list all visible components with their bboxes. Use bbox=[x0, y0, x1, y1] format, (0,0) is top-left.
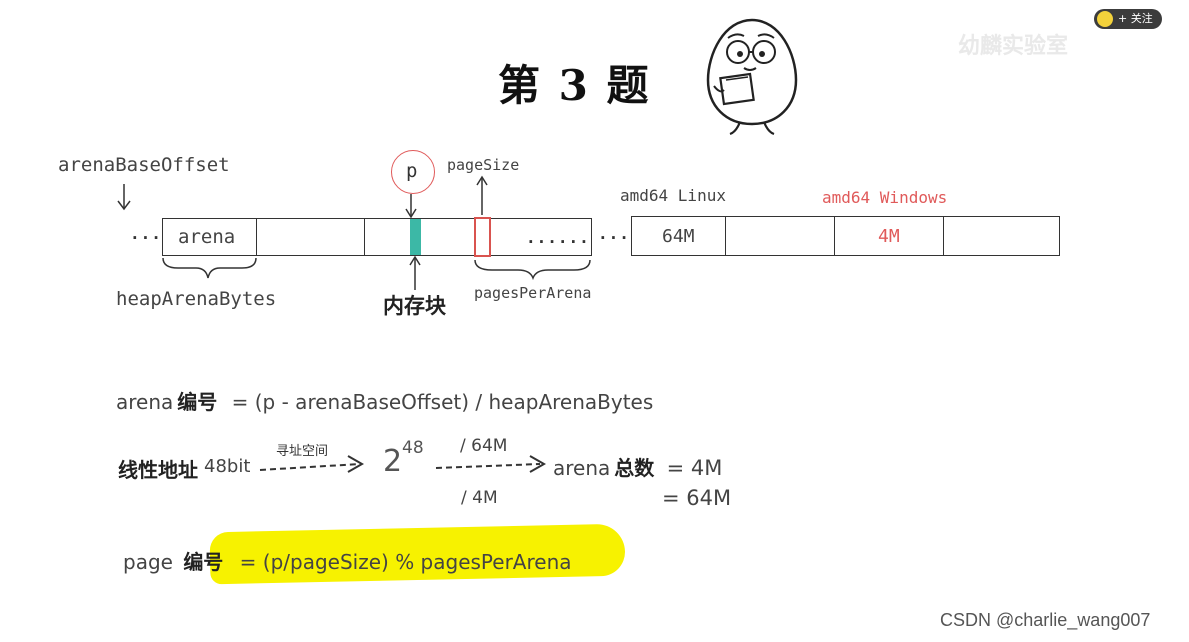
divide-4m: / 4M bbox=[461, 488, 498, 508]
mid-ellipsis: ...... bbox=[526, 228, 590, 247]
avatar-face-icon bbox=[1097, 11, 1113, 27]
windows-value: 4M bbox=[878, 226, 900, 247]
platform-table bbox=[631, 216, 1060, 256]
up-arrow-icon bbox=[476, 175, 488, 215]
table-cell bbox=[632, 217, 726, 255]
total-windows: = 64M bbox=[662, 486, 732, 510]
linear-address-cjk: 线性地址 bbox=[118, 458, 198, 482]
linear-bits: 48bit bbox=[204, 456, 251, 477]
brace-icon bbox=[162, 257, 257, 279]
windows-label: amd64 Windows bbox=[822, 188, 948, 207]
up-arrow-icon bbox=[409, 255, 421, 290]
arena-number-cjk: 编号 bbox=[177, 390, 218, 414]
arena-memory-strip bbox=[162, 218, 592, 256]
arena-base-offset-label: arenaBaseOffset bbox=[58, 154, 230, 176]
power-base: 2 bbox=[383, 444, 403, 479]
total-linux: = 4M bbox=[666, 456, 723, 480]
arena-number-expr: = (p - arenaBaseOffset) / heapArenaBytes bbox=[231, 390, 654, 414]
total-prefix: arena bbox=[553, 456, 611, 480]
page-size-marker bbox=[474, 217, 491, 257]
csdn-watermark: CSDN @charlie_wang007 bbox=[940, 610, 1151, 630]
heap-arena-bytes-label: heapArenaBytes bbox=[116, 288, 277, 310]
table-cell bbox=[835, 217, 944, 255]
arena-prefix: arena bbox=[116, 390, 174, 414]
linux-value: 64M bbox=[662, 226, 695, 247]
brace-icon bbox=[474, 259, 591, 281]
page-size-label: pageSize bbox=[447, 156, 520, 174]
linux-label: amd64 Linux bbox=[620, 186, 726, 205]
table-cell bbox=[726, 217, 835, 255]
memory-cell bbox=[257, 219, 365, 255]
pointer-label: p bbox=[406, 160, 418, 182]
down-arrow-icon bbox=[405, 194, 417, 219]
pages-per-arena-label: pagesPerArena bbox=[474, 284, 592, 302]
arena-cell-label: arena bbox=[178, 226, 236, 248]
page-number-formula: page 编号 = (p/pageSize) % pagesPerArena bbox=[123, 546, 572, 575]
memory-block-marker bbox=[410, 219, 421, 255]
address-space-label: 寻址空间 bbox=[276, 444, 329, 459]
page-prefix: page bbox=[123, 550, 173, 574]
page-title: 第 3 题 bbox=[498, 61, 651, 110]
watermark-top: 幼麟实验室 bbox=[958, 34, 1069, 59]
page-number-expr: = (p/pageSize) % pagesPerArena bbox=[239, 550, 572, 574]
dashed-arrow-icon bbox=[435, 455, 547, 473]
dashed-arrow-icon bbox=[259, 455, 365, 473]
egg-character-icon bbox=[706, 18, 798, 136]
arena-cell bbox=[163, 219, 257, 255]
memory-block-label: 内存块 bbox=[383, 294, 446, 318]
pointer-circle bbox=[391, 150, 435, 194]
divide-64m: / 64M bbox=[460, 436, 508, 456]
power-exponent: 48 bbox=[402, 438, 424, 458]
down-arrow-icon bbox=[117, 184, 131, 211]
total-cjk: 总数 bbox=[614, 456, 655, 480]
page-number-cjk: 编号 bbox=[183, 550, 224, 574]
